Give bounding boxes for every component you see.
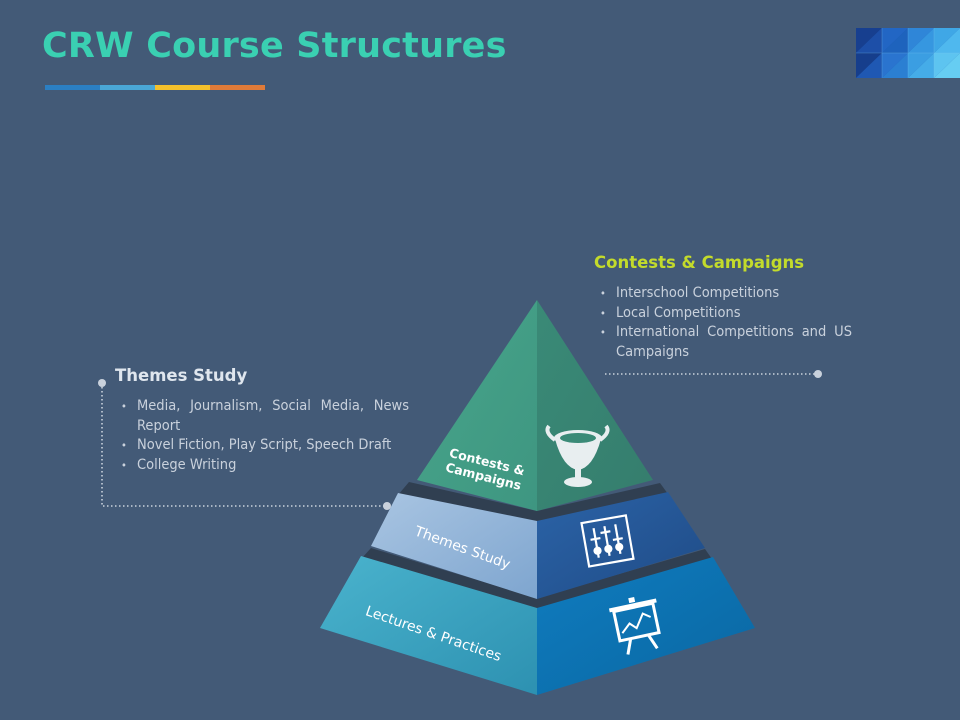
underline-segment-blue	[45, 85, 100, 90]
contests-campaigns-title: Contests & Campaigns	[594, 253, 805, 272]
presentation-board-icon	[608, 596, 661, 655]
trophy-icon	[545, 424, 610, 487]
themes-study-list: Media, Journalism, Social Media, News Re…	[115, 397, 409, 475]
underline-segment-yellow	[155, 85, 210, 90]
list-item: Interschool Competitions	[594, 284, 852, 304]
tier-gap-upper	[398, 482, 668, 523]
themes-study-title: Themes Study	[115, 366, 248, 385]
contests-campaigns-list: Interschool Competitions Local Competiti…	[594, 284, 852, 362]
list-item: Media, Journalism, Social Media, News Re…	[115, 397, 409, 436]
underline-segment-orange	[210, 85, 265, 90]
list-item: Novel Fiction, Play Script, Speech Draft	[115, 436, 409, 456]
top-tier-right-face	[537, 300, 653, 511]
corner-mosaic-decoration	[856, 28, 960, 78]
underline-segment-light-blue	[100, 85, 155, 90]
themes-study-block: Themes Study Media, Journalism, Social M…	[115, 366, 409, 475]
list-item: College Writing	[115, 456, 409, 476]
middle-tier-left-face	[371, 493, 537, 599]
title-underline	[45, 85, 265, 90]
list-item: Local Competitions	[594, 304, 852, 324]
bottom-tier-right-face	[537, 557, 755, 695]
bottom-tier-left-face	[320, 556, 537, 695]
contests-campaigns-block: Contests & Campaigns Interschool Competi…	[594, 253, 852, 362]
sliders-icon	[580, 514, 635, 568]
slide-title: CRW Course Structures	[42, 26, 507, 66]
top-tier-left-face	[417, 300, 537, 511]
list-item: International Competitions and US Campai…	[594, 323, 852, 362]
